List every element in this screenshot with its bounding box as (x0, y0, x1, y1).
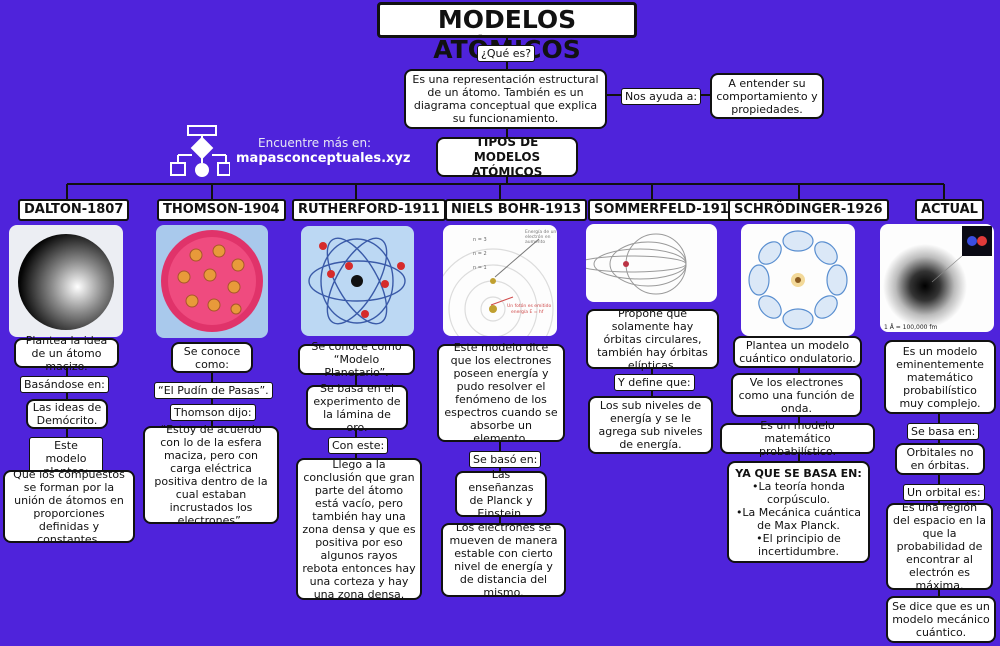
sommerfeld-box-2: Los sub niveles de energía y se le agreg… (588, 396, 713, 454)
thomson-image (156, 225, 268, 338)
que-es-label: ¿Qué es? (477, 45, 536, 62)
bohr-label-1: Se basó en: (469, 451, 542, 468)
rutherford-box-1: Se conoce como “Modelo Planetario”. (298, 340, 415, 379)
header-schrodinger: SCHRÖDINGER-1926 (728, 199, 889, 221)
rutherford-image (301, 226, 414, 336)
dalton-image (9, 225, 123, 337)
bohr-box-2: Las enseñanzas de Planck y Einstein. (455, 468, 547, 520)
branding-line1: Encuentre más en: (258, 136, 372, 150)
actual-box-3: Es una región del espacio en la que la p… (886, 501, 993, 592)
sommerfeld-label-1: Y define que: (614, 374, 695, 391)
schrodinger-based-on-title: YA QUE SE BASA EN: (735, 466, 862, 480)
flowchart-logo-icon (170, 125, 231, 177)
thomson-box-1: “El Pudín de Pasas”. (154, 382, 273, 399)
header-rutherford: RUTHERFORD-1911 (292, 199, 446, 221)
sommerfeld-box-1: Propone que solamente hay órbitas circul… (586, 307, 719, 372)
actual-box-4: Se dice que es un modelo mecánico cuánti… (886, 596, 996, 643)
schrodinger-item-3: •El principio de incertidumbre. (756, 531, 841, 558)
bohr-emit-label-2: energía E = hf (511, 308, 544, 315)
bohr-abs-label-3: aumento (525, 239, 545, 245)
page-title: MODELOS ATÓMICOS (377, 2, 637, 64)
actual-img-caption: 1 Å = 100,000 fm (884, 324, 938, 331)
schrodinger-box-1: Plantea un modelo cuántico ondulatorio. (733, 336, 862, 368)
rutherford-box-2: Se basa en el experimento de la lámina d… (306, 382, 408, 434)
actual-image: 1 Å = 100,000 fm (880, 224, 994, 332)
branding-url[interactable]: mapasconceptuales.xyz (236, 151, 411, 166)
schrodinger-box-4: YA QUE SE BASA EN: •La teoría honda corp… (727, 461, 870, 563)
schrodinger-item-1: •La teoría honda corpúsculo. (752, 479, 845, 506)
rutherford-box-3: Llego a la conclusión que gran parte del… (296, 458, 422, 601)
rutherford-label-1: Con este: (328, 437, 389, 454)
dalton-box-1: Las ideas de Demócrito. (26, 399, 108, 429)
dalton-label-1: Basándose en: (20, 376, 109, 393)
site-logo (170, 125, 231, 181)
bohr-n1-label: n = 1 (473, 265, 487, 271)
header-bohr: NIELS BOHR-1913 (445, 199, 588, 221)
bohr-n3-label: n = 3 (473, 237, 487, 243)
definition-box: Es una representación estructural de un … (404, 69, 607, 129)
actual-box-1: Es un modelo eminentemente matemático pr… (884, 340, 996, 414)
dalton-desc: Plantea la idea de un átomo macizo. (14, 334, 119, 373)
actual-label-2: Un orbital es: (903, 484, 985, 501)
actual-box-2: Orbitales no en órbitas. (895, 443, 985, 475)
dalton-box-2: Que los compuestos se forman por la unió… (3, 468, 135, 546)
tipos-box: TIPOS DE MODELOS ATÓMICOS (436, 135, 578, 179)
schrodinger-box-2: Ve los electrones como una función de on… (731, 373, 862, 417)
header-thomson: THOMSON-1904 (157, 199, 286, 221)
bohr-image: n = 3 n = 2 n = 1 Energía de un electrón… (443, 225, 557, 336)
bohr-abs-label-2: electrón en (525, 233, 551, 240)
header-actual: ACTUAL (915, 199, 984, 221)
ayuda-box: A entender su comportamiento y propiedad… (710, 73, 824, 119)
schrodinger-item-2: •La Mecánica cuántica de Max Planck. (735, 505, 862, 532)
schrodinger-image (741, 224, 855, 336)
thomson-box-2: “Estoy de acuerdo con lo de la esfera ma… (143, 423, 279, 527)
schrodinger-box-3: Es un modelo matemático probabilístico. (720, 419, 875, 458)
bohr-box-3: Los electrones se mueven de manera estab… (441, 521, 566, 599)
sommerfeld-image (586, 224, 717, 302)
header-dalton: DALTON-1807 (18, 199, 130, 221)
bohr-box-1: Este modelo dice que los electrones pose… (437, 341, 565, 445)
thomson-known-as-label: Se conoce como: (171, 342, 253, 373)
bohr-abs-label-1: Energía de un (525, 228, 556, 235)
actual-label-1: Se basa en: (907, 423, 980, 440)
thomson-label-1: Thomson dijo: (170, 404, 256, 421)
bohr-n2-label: n = 2 (473, 251, 487, 257)
nos-ayuda-label: Nos ayuda a: (621, 88, 702, 105)
header-sommerfeld: SOMMERFELD-1916 (588, 199, 744, 221)
bohr-emit-label-1: Un fotón es emitido (507, 302, 552, 309)
